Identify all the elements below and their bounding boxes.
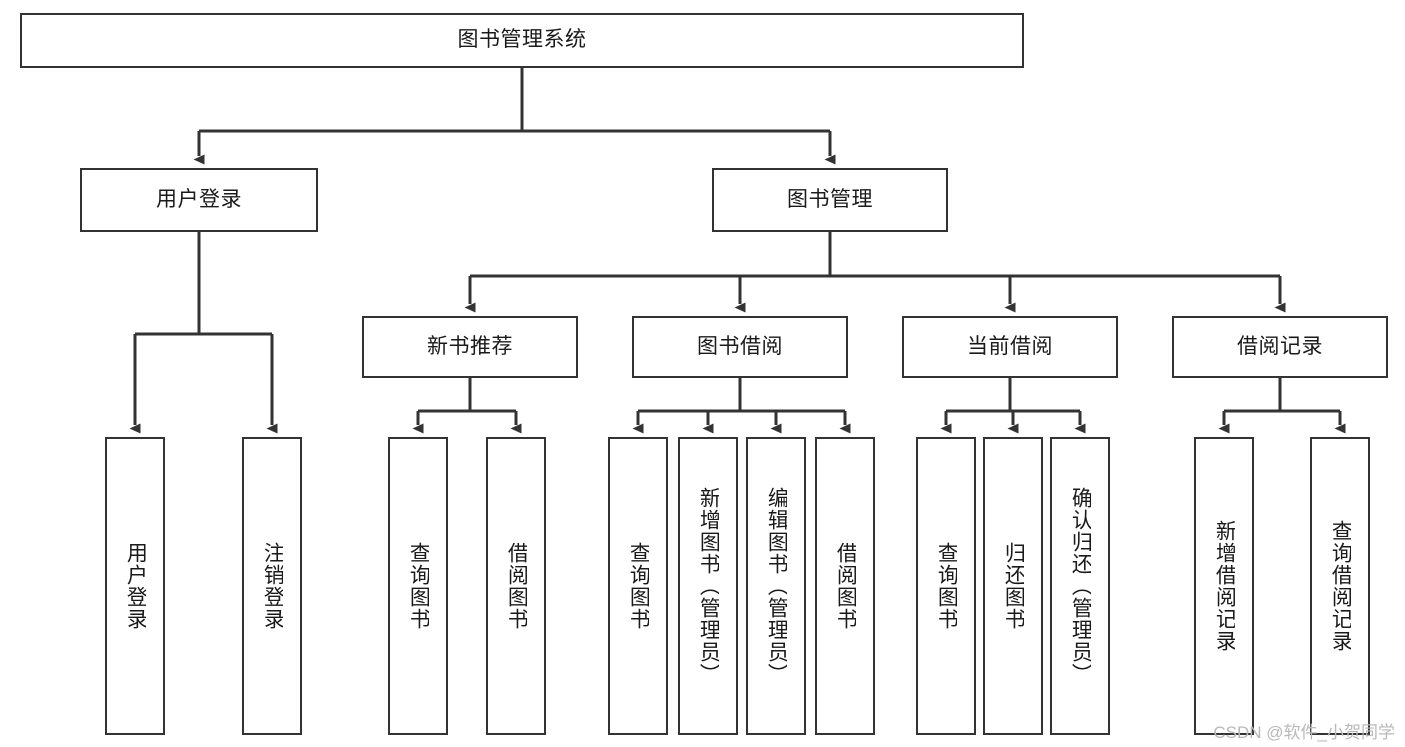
node-book-borrow-label: 图书借阅	[697, 334, 783, 358]
node-leaf-query-book-rec-label: 查询图书	[407, 542, 430, 630]
node-leaf-query-record-label: 查询借阅记录	[1329, 520, 1352, 652]
node-leaf-confirm-return[interactable]: 确认归还（管理员）	[1050, 437, 1110, 735]
node-leaf-return-book-label: 归还图书	[1002, 542, 1025, 630]
node-root-label: 图书管理系统	[457, 28, 587, 52]
node-leaf-query-book-cur[interactable]: 查询图书	[916, 437, 976, 735]
node-leaf-query-book-cur-label: 查询图书	[935, 542, 958, 630]
node-leaf-query-book-borrow-label: 查询图书	[627, 542, 650, 630]
node-leaf-user-login[interactable]: 用户登录	[105, 437, 165, 735]
node-leaf-borrow-book[interactable]: 借阅图书	[815, 437, 875, 735]
node-leaf-query-book-rec[interactable]: 查询图书	[388, 437, 448, 735]
node-leaf-query-book-borrow[interactable]: 查询图书	[608, 437, 668, 735]
node-leaf-add-book-label: 新增图书（管理员）	[697, 487, 720, 685]
node-leaf-logout-label: 注销登录	[261, 542, 284, 630]
node-new-book-rec-label: 新书推荐	[427, 334, 513, 358]
node-book-manage-label: 图书管理	[787, 187, 873, 211]
node-leaf-add-book[interactable]: 新增图书（管理员）	[678, 437, 738, 735]
node-leaf-edit-book[interactable]: 编辑图书（管理员）	[746, 437, 806, 735]
node-leaf-logout[interactable]: 注销登录	[242, 437, 302, 735]
node-leaf-return-book[interactable]: 归还图书	[983, 437, 1043, 735]
csdn-watermark: CSDN @软件_小贺同学	[1213, 723, 1395, 742]
node-leaf-add-record[interactable]: 新增借阅记录	[1194, 437, 1254, 735]
node-user-login[interactable]: 用户登录	[80, 168, 318, 232]
node-leaf-borrow-book-rec[interactable]: 借阅图书	[486, 437, 546, 735]
node-borrow-record[interactable]: 借阅记录	[1172, 316, 1388, 378]
node-leaf-borrow-book-label: 借阅图书	[834, 542, 857, 630]
node-leaf-edit-book-label: 编辑图书（管理员）	[765, 487, 788, 685]
node-leaf-confirm-return-label: 确认归还（管理员）	[1069, 487, 1092, 685]
node-current-borrow-label: 当前借阅	[967, 334, 1053, 358]
node-book-manage[interactable]: 图书管理	[712, 168, 948, 232]
node-borrow-record-label: 借阅记录	[1237, 334, 1323, 358]
node-current-borrow[interactable]: 当前借阅	[902, 316, 1118, 378]
node-root[interactable]: 图书管理系统	[20, 13, 1024, 68]
node-leaf-query-record[interactable]: 查询借阅记录	[1310, 437, 1370, 735]
node-user-login-label: 用户登录	[156, 187, 242, 211]
node-book-borrow[interactable]: 图书借阅	[632, 316, 848, 378]
node-leaf-user-login-label: 用户登录	[124, 542, 147, 630]
node-leaf-add-record-label: 新增借阅记录	[1213, 520, 1236, 652]
node-leaf-borrow-book-rec-label: 借阅图书	[505, 542, 528, 630]
node-new-book-rec[interactable]: 新书推荐	[362, 316, 578, 378]
